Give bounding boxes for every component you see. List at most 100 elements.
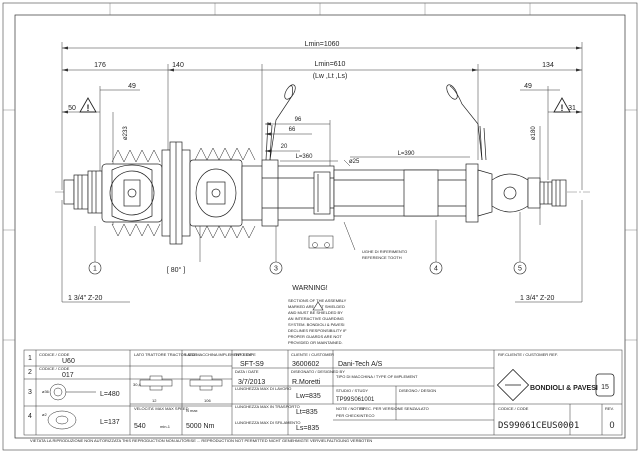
cliente-code: 3600602 — [292, 361, 319, 368]
dim-20: 20 — [281, 144, 288, 150]
dim-106: 106 — [204, 398, 211, 403]
tipo-label: TIPO TYPE — [235, 352, 256, 357]
warning-title: WARNING! — [292, 285, 328, 292]
spline-right-label: 1 3/4" Z-20 — [520, 295, 554, 302]
codice-value: DS99061CEUS0001 — [498, 421, 579, 431]
dim-66: 66 — [289, 127, 296, 133]
row-value: L=137 — [100, 419, 120, 426]
dim-l390: L=390 — [398, 151, 416, 157]
cliente-label: CLIENTE / CUSTOMER — [291, 352, 334, 357]
dim-phi180: ø180 — [531, 126, 537, 140]
svg-text:AN INTERACTIVE GUARDING: AN INTERACTIVE GUARDING — [288, 316, 344, 321]
title-block-grid — [23, 349, 623, 436]
inner-tube — [333, 163, 479, 223]
left-guard-bellows — [111, 147, 256, 239]
row-number: 3 — [28, 389, 32, 396]
rev-value: 0 — [609, 420, 614, 430]
cliente-name: Dani-Tech A/S — [338, 361, 383, 368]
velocita-value: 540 — [134, 423, 146, 430]
dim-phi233: ø233 — [123, 126, 129, 140]
part-callout: 5 — [513, 261, 527, 275]
note-value-2: PER CHECKINTECO — [336, 413, 374, 418]
row-code: 017 — [62, 372, 74, 379]
clamp-sketch — [47, 383, 96, 430]
tipo-value: SFT-S9 — [240, 361, 264, 368]
codice-label: CODICE / CODE — [498, 406, 529, 411]
svg-text:PROVIDED OR MAINTAINED.: PROVIDED OR MAINTAINED. — [288, 340, 343, 345]
svg-text:PROPER GUARDS ARE NOT: PROPER GUARDS ARE NOT — [288, 334, 342, 339]
cross-sketch — [139, 375, 223, 391]
dim-49-left: 49 — [128, 83, 136, 90]
dim-tube-label: Lmin=610 — [315, 61, 346, 68]
lt-value: Lt=835 — [296, 409, 318, 416]
ls-label: LUNGHEZZA MAX DI SFILAMENTO — [235, 420, 301, 425]
dim-49-right: 49 — [524, 83, 532, 90]
rif-cliente: RIF.CLIENTE / CUSTOMER REF. — [498, 352, 558, 357]
dim-overall-label: Lmin=1060 — [305, 41, 340, 48]
warning-triangle-icon: ! — [79, 97, 97, 113]
reference-tooth-en: REFERENCE TOOTH — [362, 255, 402, 260]
lw-value: Lw=835 — [296, 393, 321, 400]
rev-label: REV. — [605, 406, 614, 411]
dim-134: 134 — [542, 62, 554, 69]
row-code-label: CODICE / CODE — [39, 352, 70, 357]
velocita-label: VELOCITA' MAX MAX SPEED — [134, 406, 189, 411]
tractor-logo-icon — [308, 235, 334, 249]
row-number: 1 — [28, 355, 32, 362]
svg-text:3: 3 — [274, 266, 278, 273]
left-cv-joint — [101, 163, 163, 223]
row-number: 4 — [28, 413, 32, 420]
company-name: BONDIOLI & PAVESI — [530, 385, 598, 392]
svg-text:AND MUST BE SHIELDED BY: AND MUST BE SHIELDED BY — [288, 310, 343, 315]
part-callout: 3 — [269, 261, 283, 275]
row-code-label: CODICE / CODE — [39, 366, 70, 371]
dim-tube-note: (Lw ,Lt ,Ls) — [313, 73, 348, 80]
disegno-label: DISEGNO / DESIGN — [399, 388, 436, 393]
data-label: DATA / DATE — [235, 369, 259, 374]
dim-31: 31 — [568, 105, 576, 112]
logo-mark-icon — [496, 368, 530, 402]
svg-text:1: 1 — [93, 266, 97, 273]
note-label: NOTE / NOTES — [336, 406, 365, 411]
n-max-value: 5000 Nm — [186, 423, 215, 430]
company-logo: BONDIOLI & PAVESI 15 — [496, 368, 615, 402]
reference-tooth-it: UGHE DI RIFERIMENTO — [362, 249, 407, 254]
lw-label: LUNGHEZZA MAX DI LAVORO — [235, 386, 291, 391]
row-code: U60 — [62, 358, 75, 365]
tipo-applicazione: TIPO DI MACCHINA / TYPE OF IMPLEMENT — [336, 374, 418, 379]
studio-label: STUDIO / STUDY — [336, 388, 368, 393]
dim-304: 30,4 — [133, 382, 142, 387]
part-callout: 4 — [429, 261, 443, 275]
row-sub: ø36 — [42, 389, 50, 394]
svg-text:SECTIONS OF THE ASSEMBLY: SECTIONS OF THE ASSEMBLY — [288, 298, 347, 303]
data-value: 3/7/2013 — [238, 379, 265, 386]
note-value: SPEC. PER VERSIONE SENZA/LATO — [360, 406, 429, 411]
left-spline-hub — [63, 170, 103, 214]
right-joint — [477, 169, 567, 217]
svg-text:SYSTEM. BONDIOLI & PAVESI: SYSTEM. BONDIOLI & PAVESI — [288, 322, 345, 327]
footer-notice: VIETATA LA RIPRODUZIONE NON AUTORIZZATA … — [30, 438, 372, 443]
dim-angle: [ 80° ] — [167, 266, 185, 274]
ls-value: Ls=835 — [296, 425, 319, 432]
dim-l360: L=360 — [296, 154, 314, 160]
border-grid-ticks — [3, 3, 637, 341]
svg-text:DECLINES RESPONSIBILITY IF: DECLINES RESPONSIBILITY IF — [288, 328, 347, 333]
dim-phi25: ø25 — [349, 159, 360, 165]
disegnato-label: DISEGNATO / DESIGNED BY — [291, 369, 345, 374]
svg-text:15: 15 — [601, 384, 609, 391]
double-joint-housing — [161, 141, 243, 245]
part-callout: 1 — [88, 261, 102, 275]
svg-text:4: 4 — [434, 266, 438, 273]
dim-96: 96 — [295, 117, 302, 123]
studio-value: TP99S061001 — [336, 397, 375, 403]
n-max-label: N max — [186, 408, 198, 413]
svg-text:5: 5 — [518, 266, 522, 273]
dim-50: 50 — [68, 105, 76, 112]
guard-chains — [265, 84, 487, 161]
disegnato-value: R.Moretti — [292, 379, 321, 386]
dimension-arrowheads — [62, 46, 582, 153]
warning-triangle-icon: ! — [553, 97, 571, 113]
row-number: 2 — [28, 369, 32, 376]
